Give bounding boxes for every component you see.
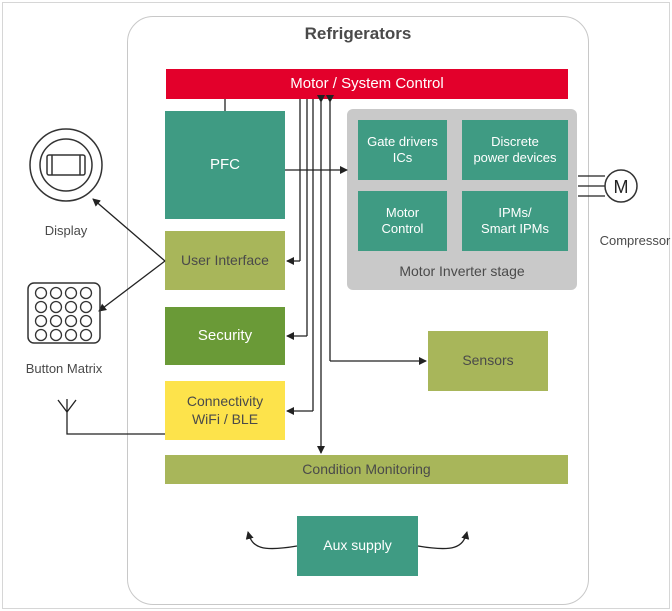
compressor-label: Compressor <box>600 233 671 248</box>
matrix-button <box>34 286 48 300</box>
button-matrix-icon <box>27 282 101 344</box>
discrete-line-1: Discrete <box>491 133 539 149</box>
matrix-button <box>34 328 48 342</box>
diagram-title: Refrigerators <box>304 24 412 43</box>
ipms-line-1: IPMs/ <box>498 204 532 220</box>
antenna-right <box>66 399 77 413</box>
gate-drivers-line-2: ICs <box>392 150 413 165</box>
display-label: Display <box>45 223 88 238</box>
motor-inverter-stage-label: Motor Inverter stage <box>399 263 525 279</box>
condition-monitoring-bar: Condition Monitoring <box>165 455 568 484</box>
connectivity-line-1: Connectivity <box>186 393 264 409</box>
connectivity-line-2: WiFi / BLE <box>191 410 259 427</box>
discrete-power-devices-block: Discrete power devices <box>462 120 568 180</box>
matrix-button <box>49 328 63 342</box>
matrix-button <box>79 300 93 314</box>
antenna-left <box>57 399 68 413</box>
matrix-button <box>64 314 78 328</box>
user-interface-block: User Interface <box>165 231 285 290</box>
button-matrix-label: Button Matrix <box>26 361 103 376</box>
antenna-line <box>66 412 165 435</box>
matrix-button <box>79 328 93 342</box>
to-display-arrow <box>92 198 166 262</box>
matrix-button <box>34 314 48 328</box>
motor-control-line-2: Control <box>381 221 424 236</box>
display-icon <box>29 128 103 202</box>
matrix-button <box>64 300 78 314</box>
matrix-button <box>79 314 93 328</box>
aux-supply-block: Aux supply <box>297 516 418 576</box>
security-block: Security <box>165 307 285 365</box>
aux-right-arrow <box>417 531 470 550</box>
gate-drivers-block: Gate drivers ICs <box>358 120 447 180</box>
compressor-motor-icon <box>604 169 638 203</box>
matrix-button <box>79 286 93 300</box>
matrix-button <box>49 300 63 314</box>
connectivity-block: Connectivity WiFi / BLE <box>165 381 285 440</box>
motor-system-control-bar: Motor / System Control <box>166 69 568 99</box>
discrete-line-2: power devices <box>473 150 557 165</box>
sensors-block: Sensors <box>428 331 548 391</box>
pfc-block: PFC <box>165 111 285 219</box>
motor-symbol-label: M <box>614 177 629 197</box>
aux-left-arrow <box>245 531 298 550</box>
matrix-button <box>49 314 63 328</box>
ipms-line-2: Smart IPMs <box>481 221 549 236</box>
to-button-matrix-arrow <box>98 260 166 312</box>
motor-control-block: Motor Control <box>358 191 447 251</box>
ipms-block: IPMs/ Smart IPMs <box>462 191 568 251</box>
gate-drivers-line-1: Gate drivers <box>367 133 438 149</box>
matrix-button <box>64 286 78 300</box>
matrix-button <box>49 286 63 300</box>
motor-control-line-1: Motor <box>385 204 420 220</box>
matrix-button <box>34 300 48 314</box>
matrix-button <box>64 328 78 342</box>
